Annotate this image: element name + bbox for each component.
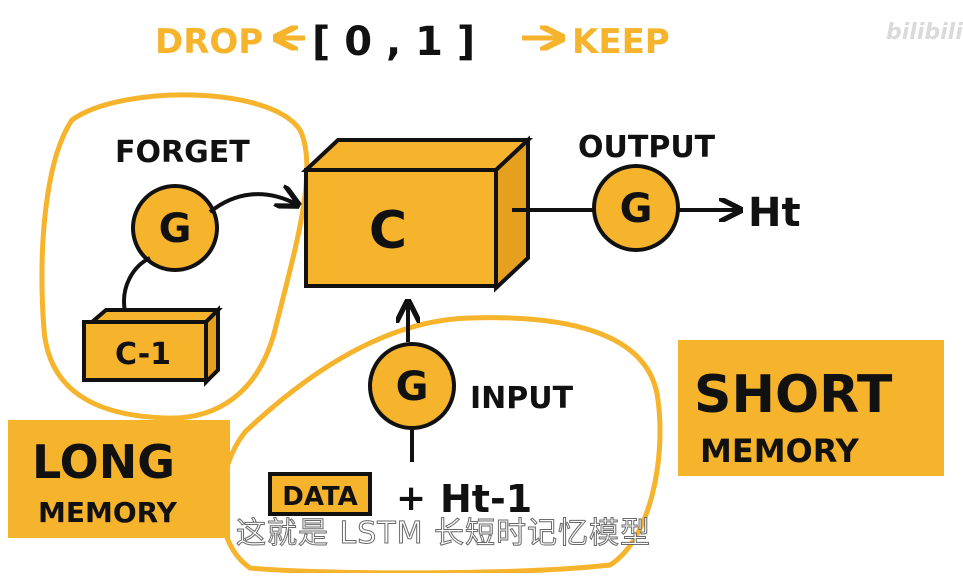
short-memory-title: SHORT — [694, 365, 893, 425]
plus-sign: + — [396, 478, 426, 519]
cell-state-box: C — [300, 135, 534, 293]
forget-gate — [131, 184, 219, 272]
prev-cell-box: C-1 — [82, 305, 223, 387]
input-gate-label: G — [396, 364, 429, 410]
forget-gate-label: G — [159, 206, 192, 252]
output-gate-label: G — [620, 186, 653, 232]
data-label: DATA — [282, 482, 358, 512]
keep-label: KEEP — [572, 22, 670, 62]
long-memory-box: LONG MEMORY — [8, 420, 230, 538]
short-memory-box: SHORT MEMORY — [678, 340, 944, 476]
long-memory-sub: MEMORY — [38, 496, 178, 529]
forget-label: FORGET — [115, 135, 250, 170]
range-label: [ 0 , 1 ] — [312, 19, 475, 65]
header-range: DROP [ 0 , 1 ] KEEP — [155, 19, 670, 65]
short-memory-sub: MEMORY — [700, 432, 860, 470]
data-box: DATA — [268, 472, 372, 516]
long-memory-title: LONG — [32, 435, 175, 489]
subtitle-caption: 这就是 LSTM 长短时记忆模型 — [235, 516, 652, 552]
long-memory-fill — [8, 420, 230, 538]
long-memory-outline — [39, 92, 310, 421]
input-label: INPUT — [470, 381, 574, 416]
forget-to-cell-arrow — [208, 194, 296, 214]
drop-label: DROP — [155, 22, 263, 62]
ht-prev-label: Ht-1 — [440, 477, 532, 521]
prev-cell-label: C-1 — [115, 337, 171, 372]
input-gate — [368, 342, 456, 430]
cell-label: C — [369, 201, 407, 261]
short-memory-fill — [678, 340, 944, 476]
bilibili-logo: bilibili — [886, 20, 963, 45]
prev-cell-to-forget-line — [122, 256, 151, 313]
ht-label: Ht — [748, 190, 801, 236]
output-label: OUTPUT — [578, 130, 716, 165]
short-memory-outline — [218, 315, 663, 576]
